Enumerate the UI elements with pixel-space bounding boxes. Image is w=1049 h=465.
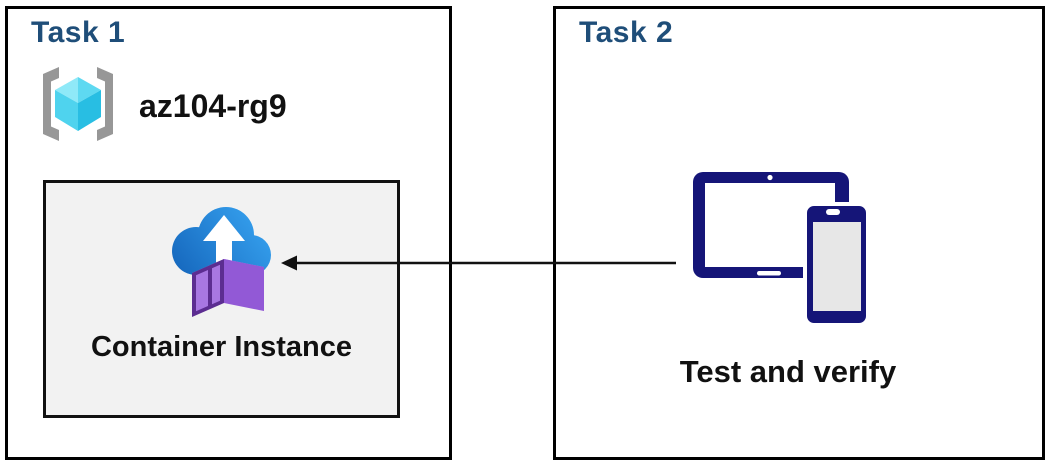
task2-title: Task 2 [579,16,674,49]
container-instances-icon [166,199,278,324]
devices-label: Test and verify [679,354,897,389]
task2-box: Task 2 Test and verify [553,6,1045,460]
resource-group-name: az104-rg9 [139,87,287,124]
task1-title: Task 1 [31,16,126,49]
container-instance-box: Container Instance [43,180,400,418]
devices-icon [691,170,871,333]
task1-box: Task 1 az104-rg9 [5,6,452,460]
resource-group-icon [31,61,126,151]
resource-group-row: az104-rg9 [31,61,287,151]
connector-arrow [281,252,676,279]
container-instance-label: Container Instance [90,331,353,363]
